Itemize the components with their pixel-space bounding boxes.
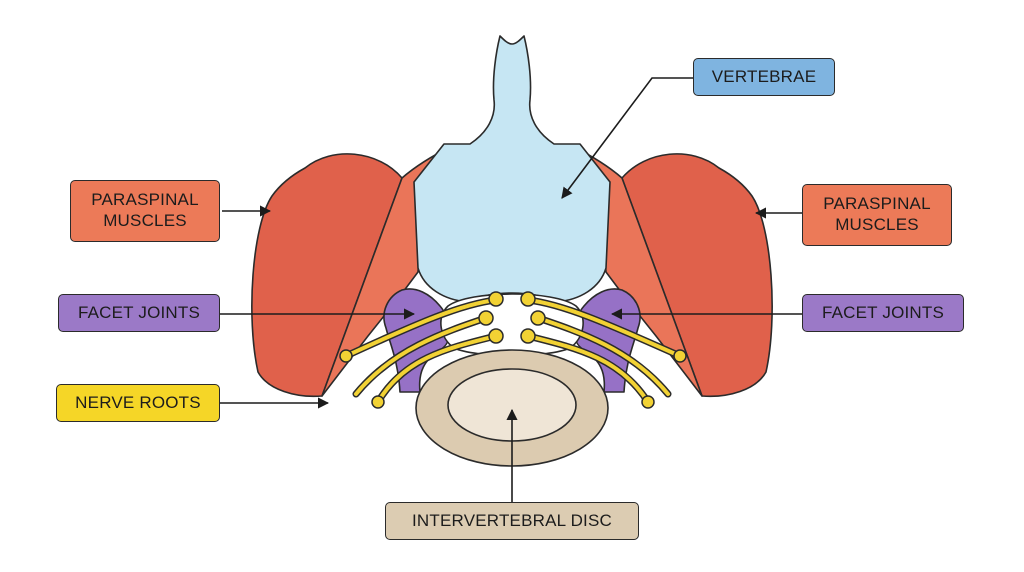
facet-joints-label-left: FACET JOINTS [58,294,220,332]
nerve-root-end [673,349,687,363]
nerve-ganglion [478,310,494,326]
nerve-roots-label: NERVE ROOTS [56,384,220,422]
paraspinal-muscle-left-outer [251,153,403,398]
facet-joints-label-right: FACET JOINTS [802,294,964,332]
vertebra-body [413,35,611,303]
arrow-vertebrae [561,77,693,199]
nerve-root-end [371,395,385,409]
paraspinal-muscles-label-right: PARASPINAL MUSCLES [802,184,952,246]
nerve-root-end [641,395,655,409]
nerve-root-end [339,349,353,363]
nerve-ganglion [530,310,546,326]
nerve-ganglion [488,328,504,344]
paraspinal-muscles-label-left: PARASPINAL MUSCLES [70,180,220,242]
paraspinal-muscle-right-outer [621,153,773,398]
intervertebral-disc-label: INTERVERTEBRAL DISC [385,502,639,540]
vertebrae-label: VERTEBRAE [693,58,835,96]
nerve-ganglion [488,291,504,307]
nerve-ganglion [520,291,536,307]
nerve-ganglion [520,328,536,344]
